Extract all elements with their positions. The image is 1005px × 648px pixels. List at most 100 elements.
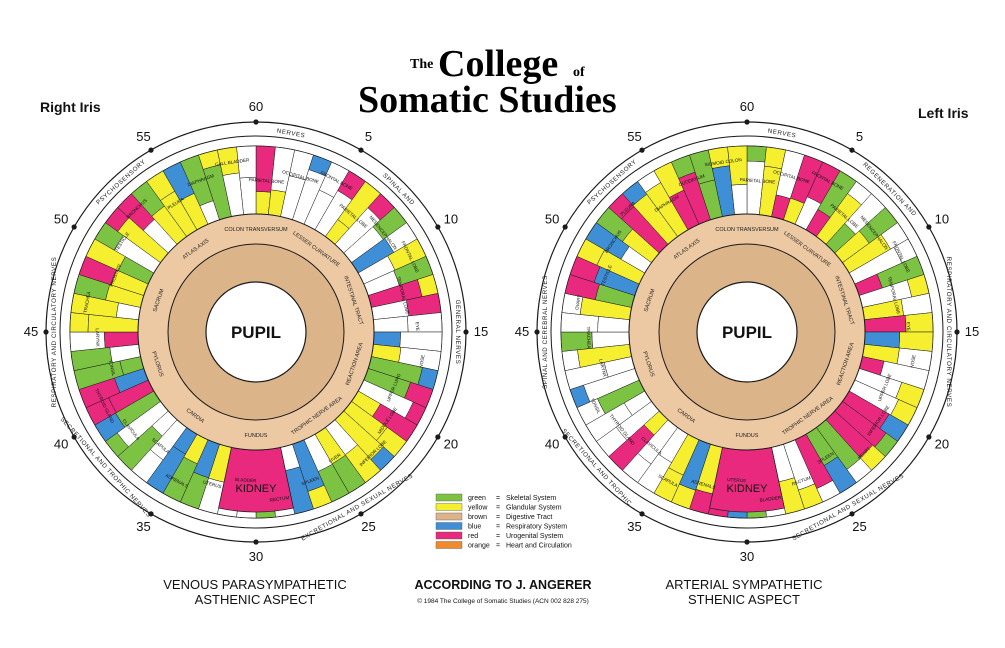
right-zone-label: TONSIL xyxy=(107,359,116,377)
legend-color-name: yellow xyxy=(468,505,488,512)
legend-system-name: Respiratory System xyxy=(506,524,567,531)
right-nerve-ring-text: GENERAL NERVES xyxy=(454,300,461,365)
right-clock-number: 10 xyxy=(444,212,458,227)
left-zone-outer-43 xyxy=(561,349,581,371)
legend-color-name: blue xyxy=(468,524,481,531)
left-nerve-ring-text: SPINAL AND CEREBRAL NERVES xyxy=(542,275,549,389)
left-clock-number: 35 xyxy=(627,519,641,534)
left-clock-dot xyxy=(534,329,540,335)
left-clock-dot xyxy=(639,147,645,153)
legend-equals: = xyxy=(496,524,500,531)
right-zone-label: LARYNX xyxy=(95,328,101,346)
left-clock-number: 50 xyxy=(545,212,559,227)
left-clock-dot xyxy=(926,434,932,440)
title-of: of xyxy=(573,65,585,80)
legend-system-name: Heart and Circulation xyxy=(506,543,572,550)
left-zone-label: ADRENALS xyxy=(691,479,716,491)
legend-system-name: Urogenital System xyxy=(506,533,563,540)
right-iris-label: Right Iris xyxy=(40,99,101,115)
legend-color-name: red xyxy=(468,533,478,540)
legend-swatch-yellow xyxy=(435,503,463,511)
legend-equals: = xyxy=(496,495,500,502)
right-clock-number: 20 xyxy=(444,437,458,452)
right-clock-number: 55 xyxy=(136,129,150,144)
left-inner-label: FUNDUS xyxy=(736,433,759,439)
right-clock-dot xyxy=(463,329,469,335)
left-inner-label: COLON TRANSVERSUM xyxy=(715,227,779,233)
left-clock-number: 15 xyxy=(965,324,979,339)
right-inner-label: FUNDUS xyxy=(245,433,268,439)
legend-swatch-red xyxy=(435,531,463,540)
right-clock-number: 60 xyxy=(249,99,263,114)
left-clock-number: 55 xyxy=(627,129,641,144)
right-zone-label: LIVER xyxy=(328,452,342,464)
right-zone-label: GALL BLADDER xyxy=(215,157,251,167)
legend-color-name: orange xyxy=(468,543,490,550)
legend-swatch-orange xyxy=(435,541,463,549)
left-kidney-zone xyxy=(709,447,785,513)
right-clock-dot xyxy=(358,511,364,517)
right-clock-number: 50 xyxy=(54,212,68,227)
right-iris-caption-line1: VENOUS PARASYMPATHETIC xyxy=(163,577,346,592)
legend-equals: = xyxy=(496,505,500,512)
left-clock-dot xyxy=(926,224,932,230)
left-clock-number: 45 xyxy=(515,324,529,339)
right-clock-number: 15 xyxy=(474,324,488,339)
right-clock-dot xyxy=(358,147,364,153)
copyright-notice: © 1984 The College of Somatic Studies (A… xyxy=(417,597,589,605)
left-zone-label: RECTUM xyxy=(791,475,811,486)
right-zone-label: BLADDER xyxy=(235,477,258,484)
right-zone-label: SPLEEN xyxy=(301,475,320,486)
left-clock-number: 60 xyxy=(740,99,754,114)
title-somatic-studies: Somatic Studies xyxy=(358,79,617,121)
right-zone-label: PARIETAL BONE xyxy=(249,177,285,184)
left-clock-dot xyxy=(849,511,855,517)
left-pupil xyxy=(696,281,798,383)
right-clock-number: 40 xyxy=(54,437,68,452)
right-kidney-label: KIDNEY xyxy=(236,483,278,495)
title-college: College xyxy=(438,43,558,85)
right-clock-dot xyxy=(71,434,77,440)
right-clock-number: 25 xyxy=(361,519,375,534)
left-clock-dot xyxy=(562,434,568,440)
right-clock-number: 30 xyxy=(249,549,263,564)
left-clock-number: 25 xyxy=(852,519,866,534)
left-kidney-label: KIDNEY xyxy=(727,483,769,495)
left-zone-label: NOSE xyxy=(909,354,916,368)
left-clock-dot xyxy=(954,329,960,335)
right-clock-dot xyxy=(148,147,154,153)
right-clock-number: 5 xyxy=(365,129,372,144)
right-zone-outer-14 xyxy=(406,312,443,333)
legend-swatch-brown xyxy=(435,512,463,521)
title-the: The xyxy=(410,57,433,72)
legend-system-name: Glandular System xyxy=(506,505,562,512)
left-nerve-ring-text: NERVES xyxy=(767,128,797,140)
legend-swatch-green xyxy=(435,493,463,502)
right-clock-dot xyxy=(148,511,154,517)
right-zone-label: TRACHEA xyxy=(83,290,92,313)
left-zone-label: OVARY xyxy=(574,294,582,310)
left-clock-dot xyxy=(744,539,750,545)
left-iris-label: Left Iris xyxy=(918,105,969,121)
left-clock-dot xyxy=(744,119,750,125)
right-zone-label: UTERUS xyxy=(203,479,223,489)
legend-system-name: Digestive Tract xyxy=(506,514,552,521)
left-zone-label: TONSIL xyxy=(590,397,602,414)
legend-equals: = xyxy=(496,533,500,540)
right-clock-dot xyxy=(435,224,441,230)
left-zone-label: EYE xyxy=(906,322,911,331)
right-nerve-ring-text: NERVES xyxy=(276,128,306,140)
left-nerve-ring-text: RESPIRATORY AND CIRCULATORY NERVES xyxy=(945,257,952,408)
right-zone-outer-45 xyxy=(69,312,90,333)
right-zone-label: RECTUM xyxy=(269,495,289,503)
left-iris-caption-line2: STHENIC ASPECT xyxy=(688,592,800,607)
left-clock-number: 20 xyxy=(935,437,949,452)
left-zone-label: PARIETAL BONE xyxy=(740,177,776,184)
left-clock-number: 40 xyxy=(545,437,559,452)
left-zone-label: UTERUS xyxy=(727,477,746,483)
left-clock-dot xyxy=(562,224,568,230)
